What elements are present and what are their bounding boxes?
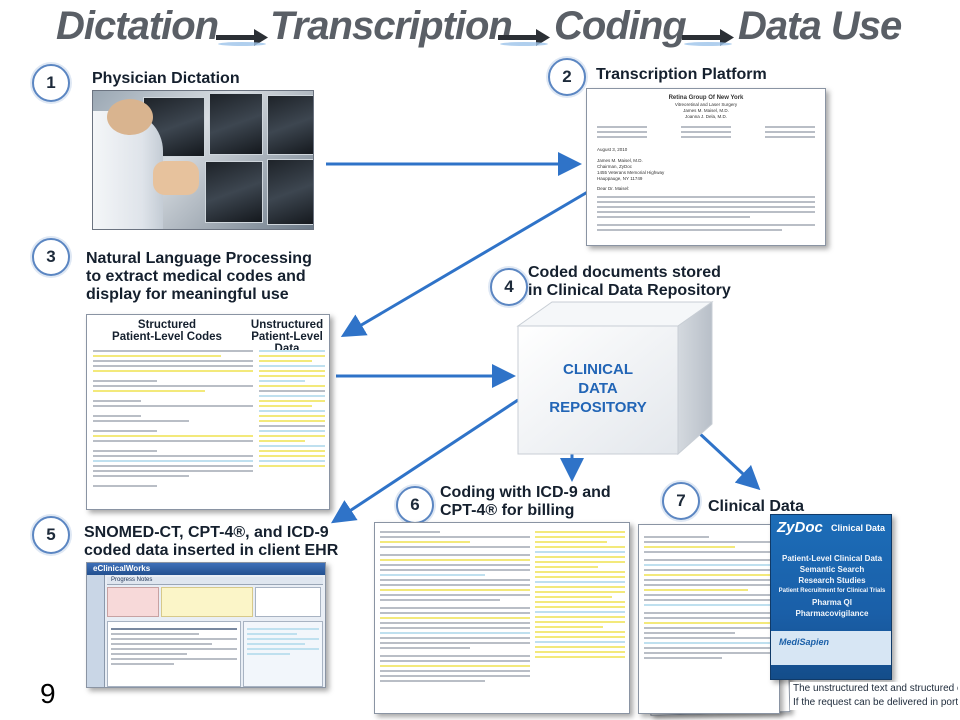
letter-sub-3: Joanna J. Dela, M.D. [684, 114, 728, 119]
step-5-number: 5 [32, 516, 70, 554]
letter-addr-1: James M. Maisel, M.D. [597, 158, 643, 163]
step-3-label: Natural Language Processing to extract m… [86, 250, 336, 304]
step-5-label-line-1: SNOMED-CT, CPT-4®, and ICD-9 [84, 524, 329, 541]
unstructured-data-heading: Unstructured Patient-Level Data [243, 319, 329, 355]
page-number: 9 [40, 678, 56, 709]
repository-line-2: DATA [578, 380, 618, 397]
zydoc-clinical-data-cover: ZyDoc Clinical Data Patient-Level Clinic… [770, 514, 892, 680]
step-2-number: 2 [548, 58, 586, 96]
step-1-number: 1 [32, 64, 70, 102]
letter-org: Retina Group Of New York [668, 95, 744, 101]
step-4-label-line-1: Coded documents stored [528, 264, 721, 281]
flow-title: Dictation Transcription Coding Data Use [0, 0, 960, 62]
feature-1: Patient-Level Clinical Data [781, 554, 883, 563]
footer-line-1: The unstructured text and structured cod… [793, 683, 958, 694]
letter-sub-1: Vitreoretinal and Laser Surgery [674, 102, 738, 107]
step-2-label: Transcription Platform [596, 66, 767, 83]
step-5-label-line-2: coded data inserted in client EHR [84, 542, 339, 559]
title-arrow-2-icon [498, 29, 550, 46]
step-6-label-line-2: CPT-4® for billing [440, 502, 575, 519]
feature-2: Semantic Search [799, 565, 865, 574]
medisapien-logo: MediSapien [779, 637, 830, 647]
step-3-label-line-1: Natural Language Processing [86, 250, 312, 267]
letter-addr-2: Chairman, ZyDoc [597, 164, 633, 169]
step-3-label-line-2: to extract medical codes and [86, 268, 306, 285]
step-4-number: 4 [490, 268, 528, 306]
step-4-label-line-2: in Clinical Data Repository [528, 282, 731, 299]
feature-4: Patient Recruitment for Clinical Trials [778, 588, 886, 594]
step-7-number: 7 [662, 482, 700, 520]
step-4-label: Coded documents stored in Clinical Data … [528, 264, 758, 300]
title-arrow-1-icon [216, 29, 268, 46]
ehr-screenshot: eClinicalWorks Progress Notes [86, 562, 326, 688]
repository-line-1: CLINICAL [563, 361, 633, 378]
letter-addr-3: 1455 Veterans Memorial Highway [597, 170, 665, 175]
title-coding: Coding [554, 4, 687, 48]
ehr-tab: Progress Notes [107, 577, 323, 585]
ehr-app-name: eClinicalWorks [93, 564, 151, 573]
letter-sub-2: James M. Maisel, M.D. [683, 108, 729, 113]
feature-3: Research Studies [798, 576, 866, 585]
clinical-data-document [638, 524, 780, 714]
clinical-data-repository-cube: CLINICAL DATA REPOSITORY [516, 300, 714, 456]
step-6-number: 6 [396, 486, 434, 524]
step-7-label: Clinical Data [708, 498, 805, 515]
billing-coded-document [374, 522, 630, 714]
letter-salutation: Dear Dr. Maisel: [597, 186, 630, 191]
structured-heading-line-1: Structured [137, 319, 197, 331]
title-data-use: Data Use [738, 4, 902, 48]
title-arrow-3-icon [682, 29, 734, 46]
title-transcription: Transcription [270, 4, 513, 48]
title-dictation: Dictation [56, 4, 219, 48]
zydoc-heading: Clinical Data [831, 523, 886, 533]
repository-line-3: REPOSITORY [549, 399, 647, 416]
structured-codes-heading: Structured Patient-Level Codes [97, 319, 237, 343]
physician-dictation-photo [92, 90, 314, 230]
letter-addr-4: Hauppauge, NY 11749 [597, 176, 643, 181]
unstructured-heading-line-1: Unstructured [250, 319, 324, 331]
feature-5: Pharma QI [811, 598, 852, 607]
step-6-label: Coding with ICD-9 and CPT-4® for billing [440, 484, 640, 520]
nlp-coded-document: Structured Patient-Level Codes Unstructu… [86, 314, 330, 510]
transcribed-letter: Retina Group Of New York Vitreoretinal a… [586, 88, 826, 246]
letter-date: August 3, 2010 [597, 147, 628, 152]
step-6-label-line-1: Coding with ICD-9 and [440, 484, 611, 501]
step-1-label: Physician Dictation [92, 70, 240, 87]
footer-line-2: If the request can be delivered in porta… [793, 697, 958, 708]
repository-title: CLINICAL DATA REPOSITORY [528, 360, 668, 417]
step-3-label-line-3: display for meaningful use [86, 286, 289, 303]
feature-6: Pharmacovigilance [795, 609, 869, 618]
step-3-number: 3 [32, 238, 70, 276]
structured-heading-line-2: Patient-Level Codes [112, 331, 222, 343]
unstructured-heading-line-2: Patient-Level Data [251, 331, 323, 355]
zydoc-logo: ZyDoc [777, 519, 823, 536]
step-5-label: SNOMED-CT, CPT-4®, and ICD-9 coded data … [84, 524, 356, 560]
footer-caption: The unstructured text and structured cod… [790, 682, 958, 710]
